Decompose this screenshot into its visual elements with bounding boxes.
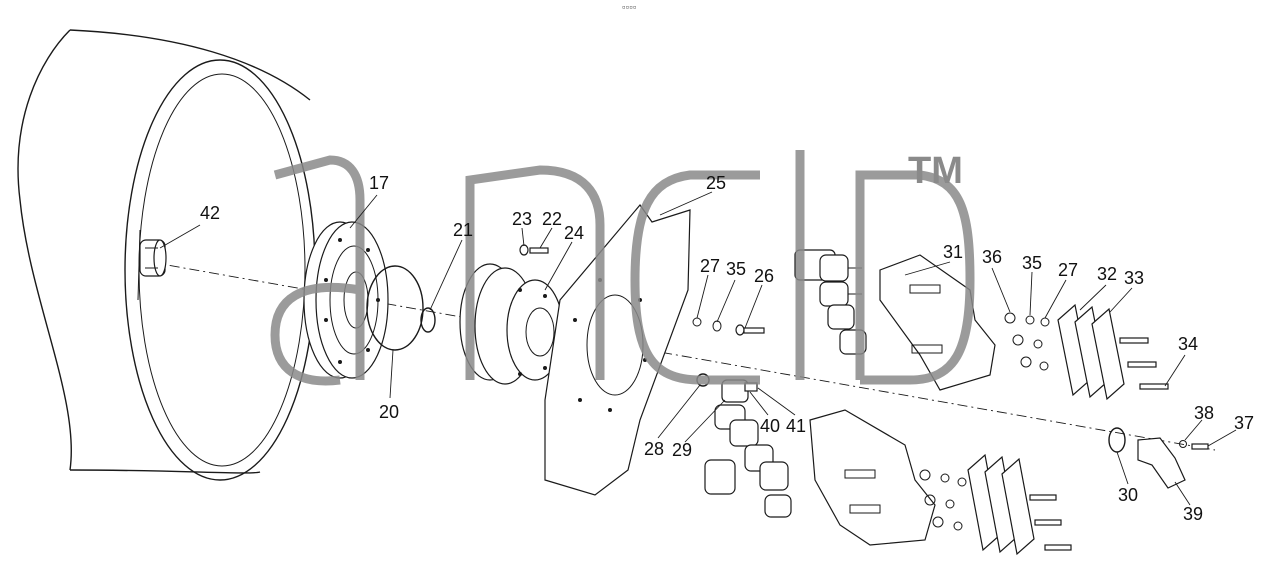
leader-lines [159,191,1237,506]
bolt-part-37 [1191,443,1209,450]
motor-cluster-upper [794,249,867,355]
bracket-lower [809,409,936,546]
fitting-part-29 [721,379,758,403]
o-ring-part-21 [420,307,436,333]
watermark-logo [270,150,975,386]
o-ring-part-30 [1108,427,1126,453]
callout-30: 30 [1118,485,1139,505]
callout-17: 17 [369,173,390,193]
fastener-stack-lower [919,469,967,531]
washer-part-35 [712,320,722,332]
gear-hub-part-24 [459,263,564,385]
callout-28: 28 [644,439,665,459]
coupling-part-42 [139,239,167,277]
o-ring-part-20 [366,265,424,351]
motor-cluster-lower [704,404,792,518]
bolt-part-26 [735,324,765,336]
callout-42: 42 [200,203,221,223]
callout-27-right: 27 [1058,260,1079,280]
callout-37: 37 [1234,413,1255,433]
bolts-lower [1029,494,1072,551]
callout-32: 32 [1097,264,1118,284]
bolts-part-34 [1119,337,1169,390]
callout-23: 23 [512,209,533,229]
washer-part-27 [692,317,702,327]
callout-41: 41 [786,416,807,436]
callout-24: 24 [564,223,585,243]
callout-27-upper: 27 [700,256,721,276]
callout-20: 20 [379,402,400,422]
sheet-code: ▫︎▫▫▫ [622,4,637,11]
callout-31: 31 [943,242,964,262]
callout-35-right: 35 [1022,253,1043,273]
callout-25: 25 [706,173,727,193]
callout-29: 29 [672,440,693,460]
shim-plates-part-32-33 [1057,303,1125,401]
callout-39: 39 [1183,504,1204,524]
watermark-trademark: TM [908,150,963,192]
callout-22: 22 [542,209,563,229]
bolt-part-23 [519,244,549,256]
fastener-stack-36-35-27 [1004,312,1050,371]
callout-34: 34 [1178,334,1199,354]
callout-35-upper: 35 [726,259,747,279]
washer-part-38 [1179,440,1187,448]
callout-40: 40 [760,416,781,436]
callout-38: 38 [1194,403,1215,423]
callout-21: 21 [453,220,474,240]
callout-26: 26 [754,266,775,286]
shim-plates-lower [967,453,1035,556]
flange-part-17 [303,221,389,379]
mounting-plate-part-25 [544,204,691,496]
elbow-part-39 [1137,437,1186,489]
callout-33: 33 [1124,268,1145,288]
callout-36: 36 [982,247,1003,267]
